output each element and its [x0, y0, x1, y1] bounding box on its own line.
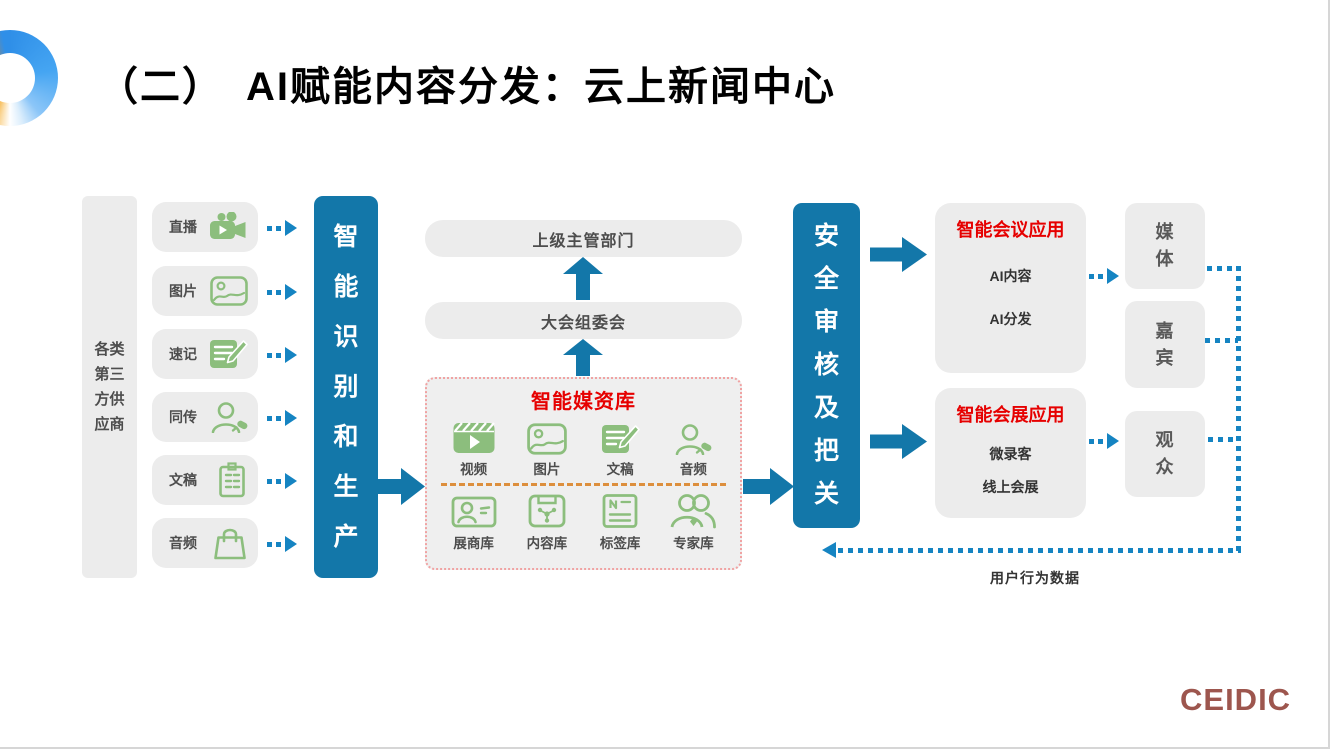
- repo-label: 内容库: [526, 536, 568, 551]
- supplier-item-audio: 音频: [152, 518, 258, 568]
- media-library-assets-row: 视频 图片 文稿 音频: [427, 417, 740, 478]
- feedback-connector-media: [1207, 266, 1238, 271]
- camcorder-icon: [208, 212, 248, 242]
- audience-guests-box: 嘉宾: [1125, 301, 1205, 388]
- person-mic-icon: [674, 417, 712, 455]
- conference-app-item: AI内容: [989, 268, 1032, 284]
- audience-label: 嘉宾: [1155, 320, 1175, 368]
- dotted-arrow-icon: [267, 220, 297, 236]
- arrow-right-icon: [743, 468, 794, 505]
- media-library-panel: 智能媒资库 视频 图片 文稿 音频 展商库: [425, 377, 742, 570]
- ceidic-logo: CEIDIC: [1180, 682, 1292, 717]
- asset-label: 视频: [460, 462, 488, 477]
- suppliers-group-bar: 各类第三方供应商: [82, 196, 137, 578]
- dotted-arrow-icon: [267, 284, 297, 300]
- feedback-connector-viewers: [1208, 437, 1238, 442]
- bag-icon: [212, 526, 248, 560]
- audience-media-box: 媒体: [1125, 203, 1205, 289]
- image-icon: [210, 276, 248, 306]
- audience-label: 媒体: [1155, 222, 1175, 269]
- asset-audio: 音频: [658, 417, 728, 478]
- asset-label: 文稿: [606, 462, 634, 477]
- exhibition-app-item: 线上会展: [982, 479, 1039, 495]
- asset-video: 视频: [439, 417, 509, 478]
- feedback-arrowhead-icon: [822, 542, 836, 558]
- asset-manuscript: 文稿: [585, 417, 655, 478]
- supplier-item-manuscript: 文稿: [152, 455, 258, 505]
- audience-label: 观众: [1155, 430, 1175, 477]
- conference-app-item: AI分发: [989, 311, 1032, 327]
- arrow-right-icon: [870, 237, 927, 272]
- feedback-connector-guests: [1205, 338, 1238, 343]
- supplier-label: 图片: [169, 283, 197, 299]
- asset-picture: 图片: [512, 417, 582, 478]
- superior-department-box: 上级主管部门: [425, 220, 742, 257]
- id-card-icon: [451, 491, 497, 529]
- dotted-arrow-icon: [267, 347, 297, 363]
- library-divider: [441, 483, 726, 486]
- supplier-item-interpretation: 同传: [152, 392, 258, 442]
- arrow-up-icon: [556, 257, 610, 300]
- asset-label: 图片: [533, 462, 561, 477]
- conference-app-box: 智能会议应用 AI内容 AI分发: [935, 203, 1086, 373]
- supplier-label: 同传: [169, 409, 197, 425]
- dotted-arrow-icon: [1089, 268, 1119, 284]
- content-nodes-icon: [527, 491, 567, 529]
- tag-note-icon: [601, 491, 639, 529]
- note-pen-icon: [208, 338, 248, 370]
- feedback-label: 用户行为数据: [990, 570, 1080, 586]
- supplier-item-live: 直播: [152, 202, 258, 252]
- repo-label: 展商库: [453, 536, 494, 551]
- feedback-line-bottom: [838, 548, 1241, 553]
- repo-experts: 专家库: [658, 491, 728, 552]
- suppliers-group-label: 各类第三方供应商: [94, 341, 125, 433]
- dotted-arrow-icon: [267, 536, 297, 552]
- arrow-up-icon: [556, 339, 610, 376]
- experts-icon: [669, 491, 717, 529]
- audience-viewers-box: 观众: [1125, 411, 1205, 497]
- review-bar-label: 安全审核及把关: [813, 222, 839, 508]
- media-library-title: 智能媒资库: [531, 391, 636, 413]
- brand-ring-logo-icon: [0, 30, 58, 126]
- dotted-arrow-icon: [1089, 433, 1119, 449]
- repo-label: 标签库: [599, 536, 641, 551]
- committee-box: 大会组委会: [425, 302, 742, 339]
- supplier-label: 直播: [169, 219, 197, 235]
- recognition-bar-label: 智能识别和生产: [333, 223, 359, 551]
- security-review-bar: 安全审核及把关: [793, 203, 860, 528]
- feedback-line-vertical: [1236, 266, 1241, 551]
- supplier-item-shorthand: 速记: [152, 329, 258, 379]
- conference-app-title: 智能会议应用: [956, 220, 1065, 240]
- dotted-arrow-icon: [267, 410, 297, 426]
- page-title: （二） AI赋能内容分发：云上新闻中心: [98, 65, 836, 109]
- media-library-repositories-row: 展商库 内容库 标签库 专家库: [427, 491, 740, 552]
- image-icon: [527, 417, 567, 455]
- supplier-label: 文稿: [169, 472, 197, 488]
- arrow-right-icon: [377, 468, 425, 505]
- note-pen-icon: [600, 417, 640, 455]
- clipboard-icon: [216, 462, 248, 498]
- asset-label: 音频: [679, 462, 707, 477]
- supplier-label: 音频: [169, 535, 197, 551]
- repo-tags: 标签库: [585, 491, 655, 552]
- dotted-arrow-icon: [267, 473, 297, 489]
- supplier-label: 速记: [169, 346, 197, 362]
- recognition-production-bar: 智能识别和生产: [314, 196, 378, 578]
- film-icon: [452, 417, 496, 455]
- repo-content: 内容库: [512, 491, 582, 552]
- repo-exhibitors: 展商库: [439, 491, 509, 552]
- exhibition-app-box: 智能会展应用 微录客 线上会展: [935, 388, 1086, 518]
- exhibition-app-title: 智能会展应用: [956, 405, 1065, 425]
- arrow-right-icon: [870, 424, 927, 459]
- person-mic-icon: [210, 401, 248, 433]
- supplier-item-picture: 图片: [152, 266, 258, 316]
- exhibition-app-item: 微录客: [989, 446, 1032, 462]
- repo-label: 专家库: [673, 536, 714, 551]
